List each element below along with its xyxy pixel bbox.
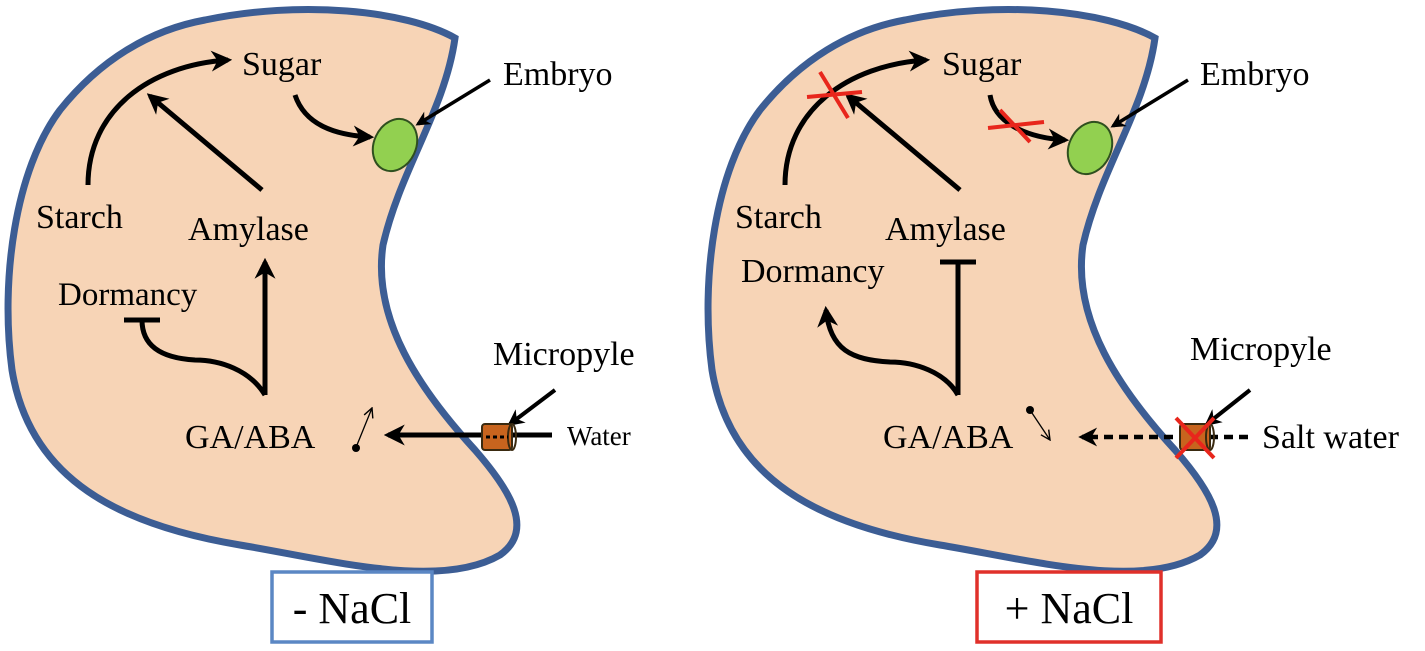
left-condition-box (270, 570, 434, 644)
right-condition-label: + NaCl (1005, 584, 1134, 633)
right-sugar-label: Sugar (942, 46, 1022, 83)
right-block-micropyle-icon (1174, 416, 1216, 460)
left-micropyle-pointer-arrow (507, 388, 557, 427)
right-micropyle-label: Micropyle (1190, 331, 1332, 368)
left-embryo-label: Embryo (503, 56, 613, 93)
left-water-label: Water (567, 421, 631, 451)
right-ga-aba-decrease-icon (1026, 406, 1050, 440)
right-water-label: Salt water (1262, 419, 1400, 456)
right-embryo-label: Embryo (1200, 56, 1310, 93)
right-starch-label: Starch (735, 199, 822, 236)
right-embryo-icon (1066, 120, 1114, 176)
right-seed-shape (704, 6, 1221, 575)
left-embryo-pointer-arrow (415, 78, 491, 126)
right-embryo-pointer-arrow (1110, 78, 1189, 128)
right-ga-to-dormancy-arrow (817, 305, 961, 397)
left-micropyle-icon (481, 423, 517, 451)
right-amylase-label: Amylase (885, 211, 1006, 248)
left-sugar-label: Sugar (242, 46, 322, 83)
right-amylase-arrow (844, 93, 962, 192)
left-ga-inhibit-dormancy (139, 319, 268, 397)
left-ga-aba-label: GA/ABA (185, 419, 316, 456)
left-panel: Sugar Embryo Starch Amylase Dormancy Mic… (4, 6, 635, 644)
right-panel: Sugar Embryo Starch Amylase Dormancy Mic… (704, 6, 1400, 644)
left-micropyle-label: Micropyle (493, 336, 635, 373)
left-sugar-to-embryo-arrow (292, 94, 375, 147)
left-dormancy-label: Dormancy (58, 277, 198, 313)
right-block-starch-sugar-icon (806, 70, 863, 120)
right-block-sugar-embryo-icon (987, 108, 1045, 144)
left-ga-aba-increase-icon (352, 408, 372, 452)
left-amylase-arrow (146, 93, 264, 192)
left-starch-to-sugar-arrow (85, 50, 233, 186)
right-dormancy-label: Dormancy (741, 253, 885, 290)
left-embryo-icon (371, 117, 419, 173)
left-condition-label: - NaCl (293, 584, 412, 633)
left-amylase-label: Amylase (188, 211, 309, 248)
left-starch-label: Starch (36, 199, 123, 236)
right-condition-box (975, 570, 1163, 644)
right-ga-aba-label: GA/ABA (883, 419, 1014, 456)
